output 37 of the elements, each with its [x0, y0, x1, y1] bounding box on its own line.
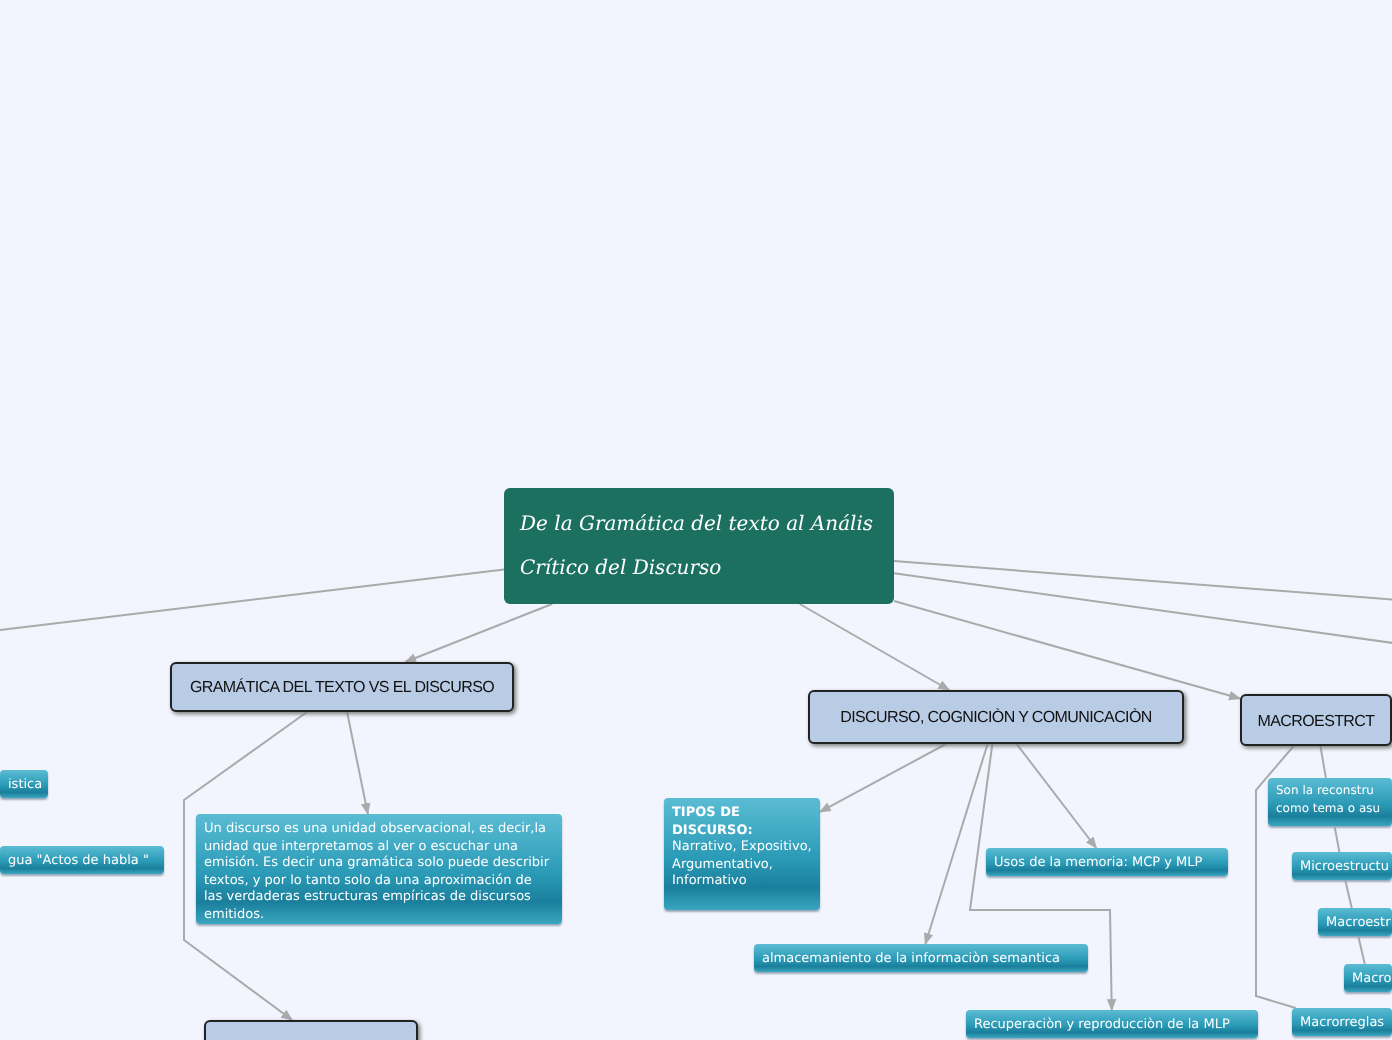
topic-text: De la Gramática del texto al Anális Crítico del Discurso	[520, 514, 874, 580]
connector-line	[0, 568, 505, 631]
arrow	[968, 743, 1117, 1012]
connector-line	[1357, 935, 1366, 965]
topic-box	[1240, 694, 1392, 746]
connector-line	[893, 572, 1392, 645]
topic-text: GRAMÁTICA DEL TEXTO VS EL DISCURSO	[189, 678, 495, 696]
topic-box	[808, 690, 1184, 744]
connector-line	[893, 560, 1392, 601]
subtopic-box	[0, 846, 164, 874]
subtopic-box	[754, 944, 1088, 972]
arrow	[346, 711, 371, 816]
subtopic-box	[664, 798, 820, 910]
arrow	[818, 743, 947, 813]
arrow	[183, 711, 309, 1021]
connector-line	[1344, 879, 1353, 909]
connector-line	[1319, 745, 1327, 779]
arrow	[404, 603, 554, 663]
topic-text: MACROESTRCT	[1257, 711, 1375, 729]
subtopic-box	[1318, 908, 1392, 936]
central-topic-box	[504, 488, 894, 604]
subtopic-box	[986, 848, 1228, 876]
subtopic-box	[966, 1010, 1258, 1038]
topic-text: DISCURSO, COGNICIÒN Y COMUNICACIÒN	[840, 708, 1152, 726]
arrow	[1015, 743, 1098, 849]
arrow	[798, 603, 951, 691]
subtopic-box	[1344, 964, 1392, 992]
subtopic-box	[1268, 778, 1392, 826]
subtopic-box	[1292, 852, 1392, 880]
subtopic-box	[0, 770, 48, 798]
arrow	[924, 743, 989, 946]
connector-line	[1333, 825, 1341, 853]
connector-line	[1255, 745, 1297, 1009]
topic-box	[170, 662, 514, 712]
topic-box	[204, 1020, 418, 1040]
arrow	[893, 600, 1242, 701]
subtopic-box	[1292, 1008, 1392, 1036]
